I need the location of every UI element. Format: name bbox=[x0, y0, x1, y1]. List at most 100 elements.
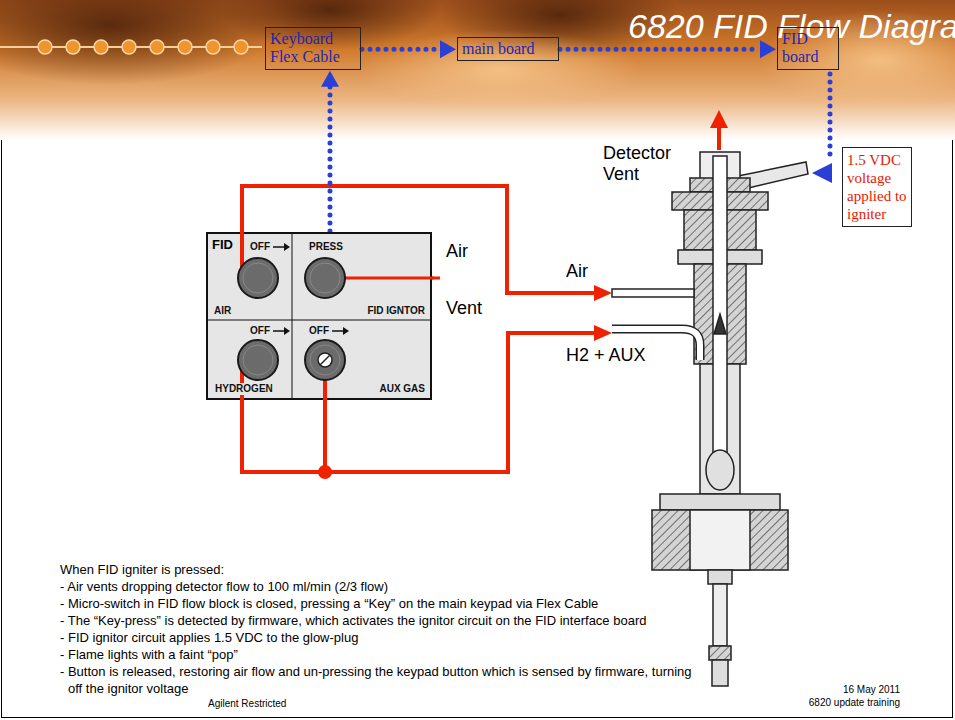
footer-text: Agilent Restricted bbox=[208, 697, 286, 710]
slot-screw bbox=[320, 355, 330, 365]
arrow-head bbox=[321, 71, 339, 87]
note-line: When FID igniter is pressed: bbox=[60, 561, 702, 578]
voltage-callout: 1.5 VDC voltage applied to igniter bbox=[842, 147, 912, 227]
dotted-signal-line bbox=[362, 47, 440, 52]
arrow-head bbox=[440, 40, 456, 58]
dotted-signal-line bbox=[328, 87, 333, 231]
control-knob bbox=[305, 340, 345, 380]
arrow-head bbox=[710, 110, 728, 128]
detector-flange bbox=[660, 494, 780, 510]
flame-jet bbox=[714, 314, 726, 334]
knob-name: HYDROGEN bbox=[214, 383, 274, 395]
label-holder: HYDROGEN bbox=[214, 383, 274, 395]
flow-label: H2 + AUX bbox=[566, 345, 646, 366]
off-arrow bbox=[273, 246, 284, 248]
off-arrow bbox=[284, 327, 290, 335]
knob-label: OFF bbox=[250, 325, 270, 337]
off-arrow bbox=[332, 330, 343, 332]
footer-date: 16 May 2011 bbox=[809, 683, 900, 696]
footer-text: 6820 update training bbox=[809, 696, 900, 709]
banner-light bbox=[360, 30, 640, 110]
footer-block: 16 May 20116820 update training bbox=[809, 683, 900, 709]
label-holder: OFF bbox=[309, 325, 329, 337]
arrow-head bbox=[594, 325, 612, 341]
control-knob bbox=[305, 258, 345, 298]
flow-label: Air bbox=[566, 261, 588, 282]
detector-flange bbox=[652, 510, 788, 570]
panel-divider bbox=[208, 320, 430, 321]
detector-stem bbox=[708, 570, 732, 584]
aux-gas-line bbox=[323, 398, 327, 472]
flow-box: FID board bbox=[777, 27, 839, 70]
detector-bulb bbox=[706, 450, 734, 490]
flow-box: main board bbox=[457, 37, 559, 61]
note-line: - The “Key-press” is detected by firmwar… bbox=[60, 612, 702, 629]
label-holder: Air bbox=[446, 241, 468, 262]
off-arrow bbox=[273, 330, 284, 332]
label-holder: AUX GAS bbox=[379, 383, 425, 395]
flow-label: Vent bbox=[446, 298, 482, 319]
note-line: - Button is released, restoring air flow… bbox=[60, 663, 702, 697]
detector-nut bbox=[712, 660, 728, 686]
knob-ring bbox=[310, 263, 340, 293]
detector-vent-line bbox=[717, 126, 721, 150]
label-holder: Detector Vent bbox=[603, 143, 687, 184]
off-arrow bbox=[343, 327, 349, 335]
box-label: FID board bbox=[782, 30, 834, 67]
knob-ring bbox=[243, 263, 273, 293]
box-label: Keyboard Flex Cable bbox=[270, 30, 356, 67]
notes-block: When FID igniter is pressed:- Air vents … bbox=[60, 561, 702, 697]
button-label: PRESS bbox=[309, 241, 343, 253]
knob-name: AIR bbox=[214, 305, 231, 317]
part-label: Detector Vent bbox=[603, 143, 687, 184]
detector-bore bbox=[713, 156, 727, 486]
label-holder: Vent bbox=[446, 298, 482, 319]
knob-label: OFF bbox=[309, 325, 329, 337]
note-line: - Micro-switch in FID flow block is clos… bbox=[60, 595, 702, 612]
label-holder: FID bbox=[212, 237, 233, 252]
flow-box: Keyboard Flex Cable bbox=[265, 27, 361, 70]
label-holder: Air bbox=[566, 261, 588, 282]
detector-flange bbox=[690, 510, 750, 570]
label-holder: OFF bbox=[250, 325, 270, 337]
label-holder: H2 + AUX bbox=[566, 345, 646, 366]
knob-ring bbox=[310, 345, 340, 375]
label-holder: OFF bbox=[250, 241, 270, 253]
air-inlet-tube bbox=[612, 289, 694, 297]
box-label: 1.5 VDC voltage applied to igniter bbox=[847, 151, 907, 223]
detector-stem bbox=[713, 584, 727, 646]
label-holder: PRESS bbox=[309, 241, 343, 253]
control-knob bbox=[238, 258, 278, 298]
label-holder: FID IGNTOR bbox=[367, 305, 425, 317]
label-holder: Agilent Restricted bbox=[208, 697, 286, 710]
fid-detector bbox=[612, 152, 808, 686]
igniter-signal bbox=[812, 74, 832, 183]
knob-ring bbox=[243, 345, 273, 375]
detector-nut bbox=[709, 646, 731, 660]
panel-title: FID bbox=[212, 237, 233, 252]
button-name: FID IGNTOR bbox=[367, 305, 425, 317]
knob-label: OFF bbox=[250, 241, 270, 253]
dotted-signal-line bbox=[560, 47, 760, 52]
signal-connector bbox=[362, 40, 456, 58]
note-line: - Air vents dropping detector flow to 10… bbox=[60, 578, 702, 595]
decor-dots bbox=[0, 40, 262, 54]
panel-divider bbox=[292, 234, 293, 398]
signal-connector bbox=[321, 71, 339, 231]
arrow-head bbox=[594, 285, 612, 301]
gas-control-panel: FID OFF PRESS AIR FID IGNTOR OFF OFF HYDROGEN AU… bbox=[206, 232, 432, 400]
junction-dot bbox=[318, 465, 332, 479]
box-label: main board bbox=[462, 40, 554, 58]
note-line: - FID ignitor circuit applies 1.5 VDC to… bbox=[60, 629, 702, 646]
label-holder: AIR bbox=[214, 305, 231, 317]
control-knob bbox=[238, 340, 278, 380]
note-line: - Flame lights with a faint “pop” bbox=[60, 646, 702, 663]
flow-label: Air bbox=[446, 241, 468, 262]
knob-name: AUX GAS bbox=[379, 383, 425, 395]
